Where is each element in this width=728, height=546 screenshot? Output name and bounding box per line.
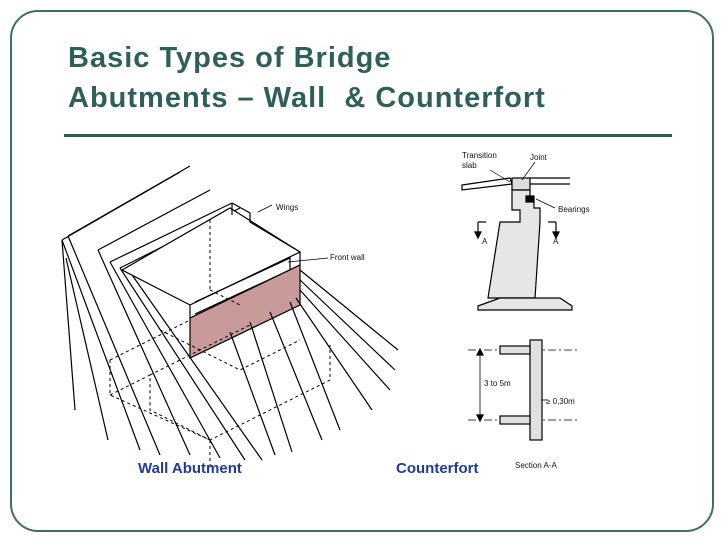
label-front-wall: Front wall <box>330 253 365 262</box>
title-rule <box>64 134 672 137</box>
bearing <box>525 195 535 203</box>
counterfort-top <box>499 345 531 355</box>
label-slab: slab <box>462 161 477 170</box>
label-section: Section A-A <box>515 461 557 470</box>
label-thickness: ≥ 0,30m <box>546 397 575 406</box>
counterfort-bottom <box>499 415 531 425</box>
label-bearings: Bearings <box>558 205 590 214</box>
abutment-wall <box>487 189 541 299</box>
caption-wall-abutment: Wall Abutment <box>138 460 242 477</box>
approach-lines <box>61 165 241 269</box>
label-section-a-left: A <box>482 237 488 246</box>
section-aa-drawing <box>468 339 578 441</box>
label-height: 3 to 5m <box>484 379 511 388</box>
counterfort-section-drawing <box>461 161 573 311</box>
title-line-1: Basic Types of Bridge <box>68 42 392 74</box>
label-joint: Joint <box>530 153 548 162</box>
hidden-foundation <box>109 220 331 470</box>
label-section-a-right: A <box>553 237 559 246</box>
label-wings: Wings <box>276 203 298 212</box>
wall-abutment-drawing <box>61 165 399 470</box>
footing <box>477 297 573 311</box>
front-wall <box>189 264 301 359</box>
joint <box>511 177 531 191</box>
transition-slab <box>461 177 513 191</box>
title-line-2: Abutments – Wall & Counterfort <box>68 82 546 114</box>
slide-title: Basic Types of Bridge Abutments – Wall &… <box>68 38 688 118</box>
section-wall <box>529 339 543 441</box>
wing-wall <box>231 202 301 253</box>
caption-counterfort: Counterfort <box>396 460 479 477</box>
label-transition: Transition <box>462 151 497 160</box>
left-slope-lines <box>61 235 263 461</box>
right-slope-lines <box>229 269 399 456</box>
